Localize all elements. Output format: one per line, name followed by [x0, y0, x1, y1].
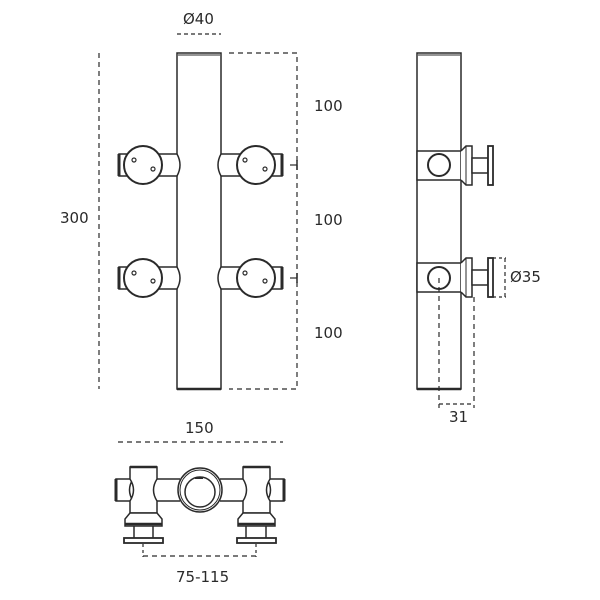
connector-lower-right [217, 258, 284, 298]
top-connector-right [236, 465, 286, 544]
post-diameter-label: Ø40 [183, 10, 214, 28]
spacing-bottom-label: 100 [314, 324, 343, 342]
spacing-top-label: 100 [314, 97, 343, 115]
glass-gap-label: 75-115 [176, 568, 230, 586]
top-connector-left [114, 465, 164, 544]
top-view [114, 441, 286, 557]
connector-lower-left [117, 258, 181, 298]
overall-height-label: 300 [60, 209, 89, 227]
overall-width-label: 150 [185, 419, 214, 437]
connector-upper-left [117, 145, 181, 185]
clamp-diameter-label: Ø35 [510, 268, 541, 286]
side-view [416, 52, 506, 408]
post [176, 52, 222, 390]
spacing-dimension-box [229, 52, 298, 390]
front-view [98, 33, 298, 391]
top-post-section [177, 467, 223, 513]
clamp-offset-label: 31 [449, 408, 469, 426]
side-clamp-upper [416, 145, 494, 186]
side-post [416, 52, 462, 390]
side-clamp-lower [416, 257, 494, 298]
connector-upper-right [217, 145, 284, 185]
spacing-middle-label: 100 [314, 211, 343, 229]
